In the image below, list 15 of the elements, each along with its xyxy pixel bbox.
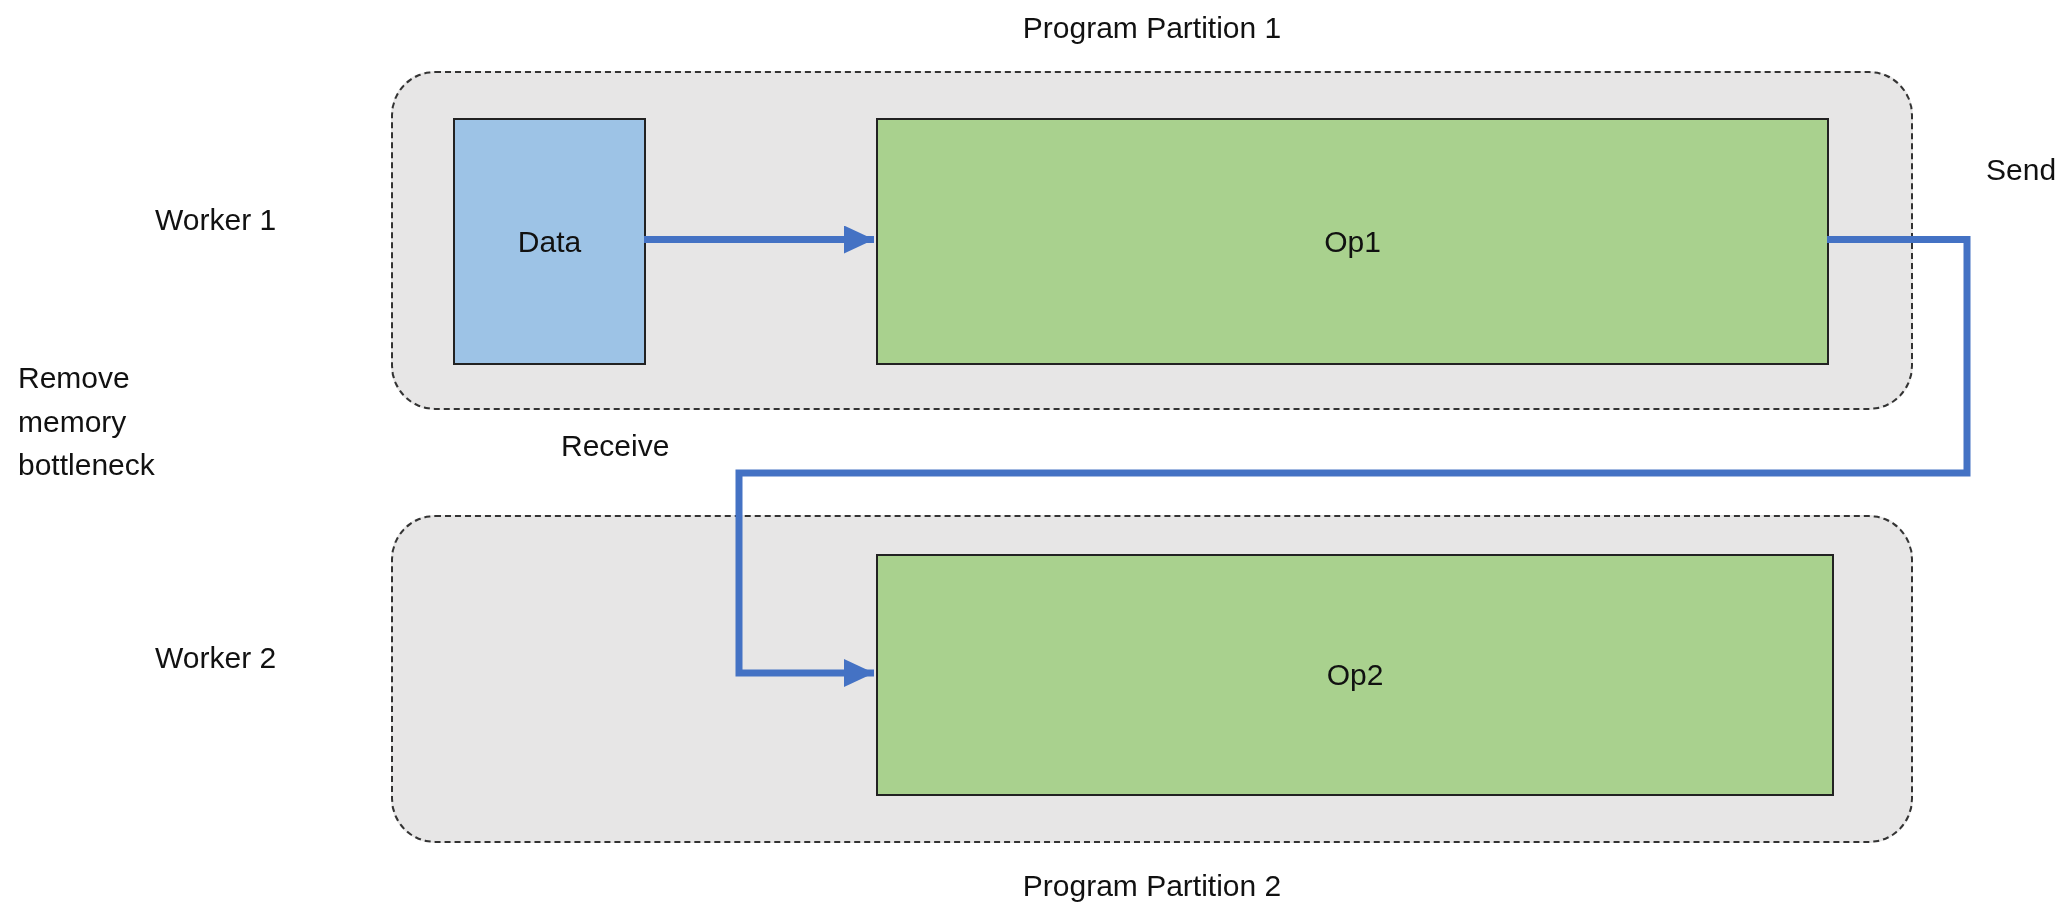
operation-box	[876, 118, 1829, 365]
partition-title: Program Partition 2	[1021, 869, 1283, 903]
arrow	[644, 225, 874, 254]
data-box	[453, 118, 646, 365]
operation-box	[876, 554, 1834, 796]
box-label: Op2	[1326, 658, 1384, 692]
box-label: Op1	[1324, 224, 1381, 259]
arrow	[735, 236, 1971, 687]
annotation-text: Worker 1	[155, 202, 278, 238]
annotation-text: Send	[1986, 152, 2058, 188]
partition-title: Program Partition 1	[1021, 11, 1283, 45]
annotation-text: Receive	[561, 428, 671, 464]
box-label: Data	[517, 224, 582, 259]
annotation-text: Worker 2	[155, 640, 278, 676]
annotation-text: Remove memory bottleneck	[18, 360, 156, 483]
